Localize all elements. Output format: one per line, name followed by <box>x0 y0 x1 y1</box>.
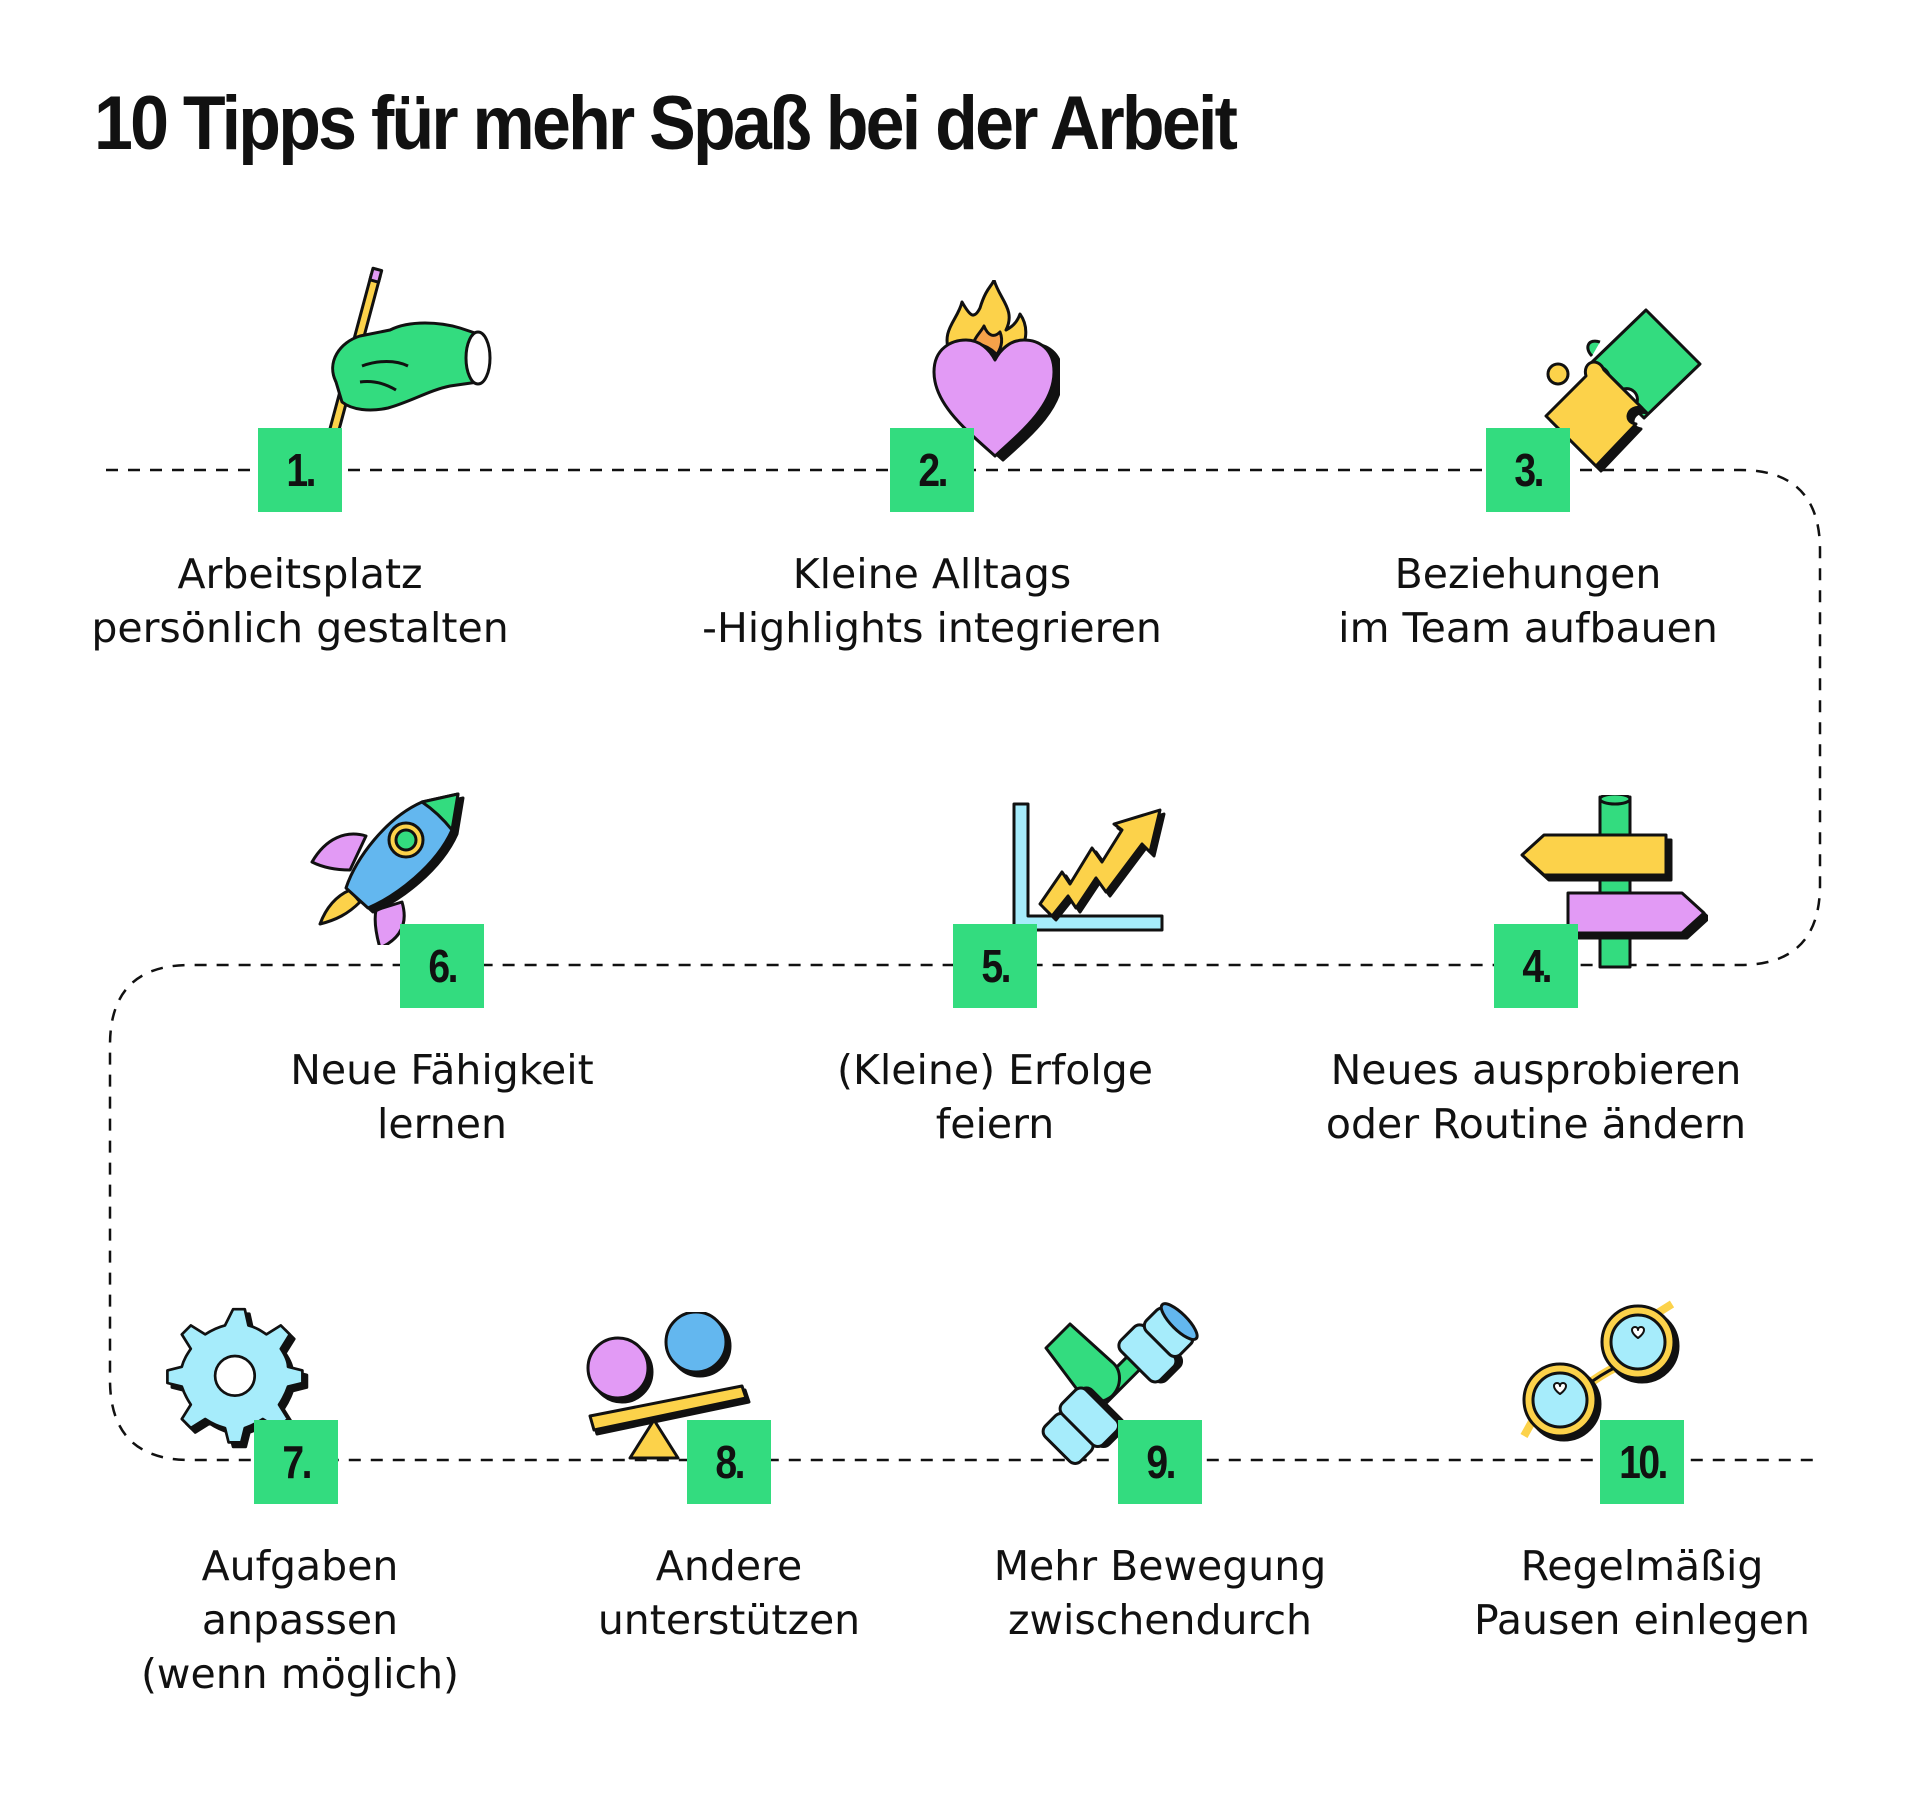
step-5-badge: 5. <box>953 924 1037 1008</box>
step-9-label: Mehr Bewegung zwischendurch <box>993 1542 1327 1644</box>
step-6-badge: 6. <box>400 924 484 1008</box>
rocket-icon <box>310 792 465 945</box>
dumbbell-hand-icon <box>1041 1302 1199 1465</box>
step-8-badge: 8. <box>687 1420 771 1504</box>
step-2-badge: 2. <box>890 428 974 512</box>
step-4-badge: 4. <box>1494 924 1578 1008</box>
puzzle-pieces-icon <box>1544 308 1702 473</box>
step-10-badge: 10. <box>1600 1420 1684 1504</box>
step-7-badge: 7. <box>254 1420 338 1504</box>
step-5-label: (Kleine) Erfolge feiern <box>836 1046 1154 1148</box>
step-3-label: Beziehungen im Team aufbauen <box>1338 550 1718 652</box>
step-10-label: Regelmäßig Pausen einlegen <box>1473 1542 1811 1644</box>
growth-chart-icon <box>1012 802 1166 932</box>
step-1-label: Arbeitsplatz persönlich gestalten <box>91 550 509 652</box>
step-2-label: Kleine Alltags -Highlights integrieren <box>702 550 1162 652</box>
page-title: 10 Tipps für mehr Spaß bei der Arbeit <box>94 81 1238 166</box>
step-7-label: Aufgaben anpassen (wenn möglich) <box>140 1542 460 1698</box>
flaming-heart-icon <box>932 280 1060 462</box>
hand-with-pencil-icon <box>325 266 492 443</box>
signpost-icon <box>1520 795 1708 969</box>
balance-seesaw-icon <box>586 1312 751 1460</box>
step-8-label: Andere unterstützen <box>597 1542 861 1644</box>
step-1-badge: 1. <box>258 428 342 512</box>
step-4-label: Neues ausprobieren oder Routine ändern <box>1325 1046 1747 1148</box>
glasses-icon <box>1520 1300 1680 1442</box>
gear-icon <box>166 1307 309 1449</box>
step-6-label: Neue Fähigkeit lernen <box>290 1046 594 1148</box>
step-9-badge: 9. <box>1118 1420 1202 1504</box>
step-3-badge: 3. <box>1486 428 1570 512</box>
